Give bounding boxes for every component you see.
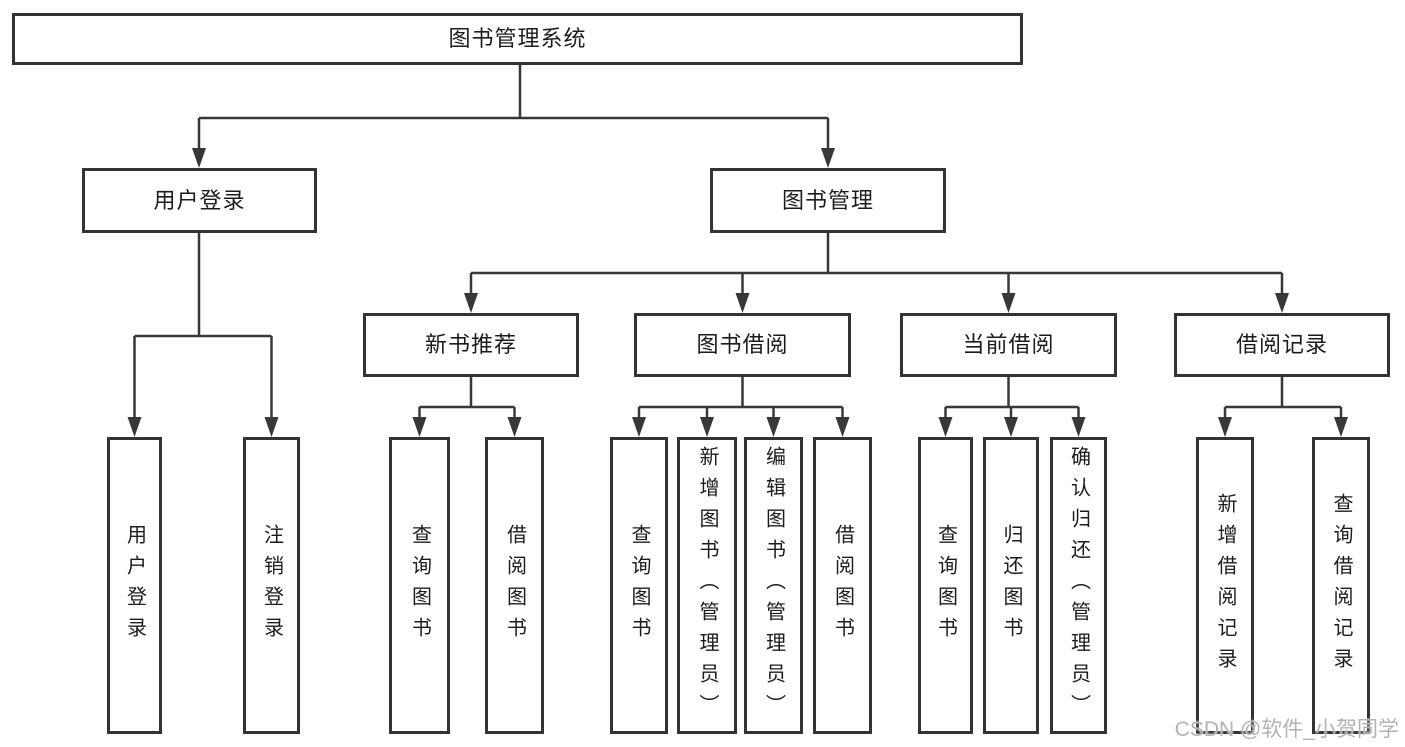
- leaf-borrow-books-label: 借阅图书: [831, 523, 854, 648]
- leaf-query-books-recommend: 查询图书: [389, 437, 450, 734]
- leaf-logout: 注销登录: [243, 437, 300, 734]
- node-book-borrow-label: 图书借阅: [696, 332, 789, 357]
- leaf-edit-book-admin: 编辑图书（管理员）: [744, 437, 803, 734]
- node-borrow-records: 借阅记录: [1174, 313, 1390, 377]
- leaf-borrow-books: 借阅图书: [813, 437, 872, 734]
- leaf-add-borrow-record: 新增借阅记录: [1196, 437, 1254, 734]
- node-current-borrow: 当前借阅: [900, 313, 1117, 377]
- node-new-book-recommend-label: 新书推荐: [424, 332, 517, 357]
- node-book-management-label: 图书管理: [781, 187, 874, 213]
- leaf-borrow-books-recommend-label: 借阅图书: [503, 523, 526, 648]
- node-new-book-recommend: 新书推荐: [363, 313, 579, 377]
- leaf-add-book-admin-label: 新增图书（管理员）: [696, 446, 718, 725]
- leaf-confirm-return-admin: 确认归还（管理员）: [1050, 437, 1107, 734]
- leaf-logout-label: 注销登录: [260, 523, 283, 648]
- node-user-login-label: 用户登录: [153, 187, 246, 213]
- watermark: CSDN @软件_小贺同学: [1174, 718, 1399, 741]
- node-root-label: 图书管理系统: [448, 26, 587, 51]
- leaf-borrow-books-recommend: 借阅图书: [485, 437, 544, 734]
- leaf-query-books-current-label: 查询图书: [934, 523, 957, 648]
- leaf-add-book-admin: 新增图书（管理员）: [677, 437, 737, 734]
- leaf-query-borrow-record-label: 查询借阅记录: [1330, 492, 1352, 679]
- node-borrow-records-label: 借阅记录: [1235, 332, 1328, 357]
- leaf-add-borrow-record-label: 新增借阅记录: [1214, 492, 1236, 679]
- leaf-query-books-recommend-label: 查询图书: [408, 523, 431, 648]
- node-user-login: 用户登录: [82, 168, 317, 233]
- node-book-management: 图书管理: [710, 168, 946, 233]
- leaf-query-borrow-record: 查询借阅记录: [1312, 437, 1370, 734]
- node-current-borrow-label: 当前借阅: [962, 332, 1055, 357]
- leaf-edit-book-admin-label: 编辑图书（管理员）: [762, 446, 785, 725]
- node-book-borrow: 图书借阅: [634, 313, 851, 377]
- leaf-user-login-label: 用户登录: [123, 523, 146, 648]
- leaf-query-books-borrow-label: 查询图书: [628, 523, 650, 648]
- leaf-query-books-borrow: 查询图书: [610, 437, 668, 734]
- leaf-user-login: 用户登录: [107, 437, 162, 734]
- leaf-query-books-current: 查询图书: [918, 437, 973, 734]
- leaf-confirm-return-admin-label: 确认归还（管理员）: [1067, 446, 1090, 725]
- leaf-return-book: 归还图书: [983, 437, 1039, 734]
- leaf-return-book-label: 归还图书: [1000, 523, 1022, 648]
- arrowheads: [127, 148, 1348, 437]
- node-root: 图书管理系统: [12, 13, 1023, 65]
